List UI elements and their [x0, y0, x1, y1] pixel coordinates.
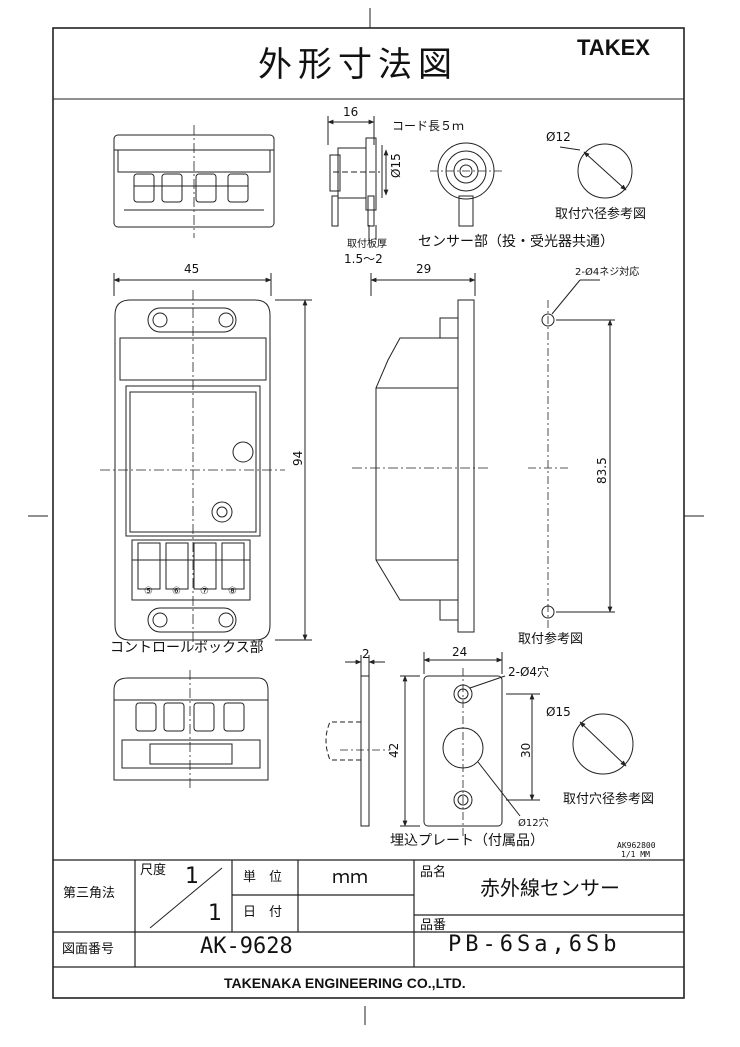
company-name: TAKENAKA ENGINEERING CO.,LTD. [224, 975, 466, 991]
scale-denominator: 1 [208, 901, 222, 926]
brand-logo: TAKEX [577, 35, 650, 60]
scale-numerator: 1 [185, 864, 199, 889]
mounting-reference [528, 279, 615, 630]
product-value: 赤外線センサー [480, 876, 620, 900]
sensor-diameter-dim: Ø15 [389, 153, 403, 178]
plate-side-view [325, 655, 390, 827]
plate-thickness-value: 1.5～2 [344, 252, 383, 266]
mount-caption: 取付参考図 [518, 632, 584, 647]
drawing-number-value: AK-9628 [200, 934, 293, 959]
control-box-side-view [352, 273, 490, 633]
product-label: 品名 [420, 865, 447, 880]
model-label: 品番 [420, 918, 447, 933]
model-value: PB-6Sa,6Sb [448, 932, 621, 957]
plate-width-dim: 24 [452, 645, 468, 659]
plate-caption: 埋込プレート（付属品） [390, 833, 544, 849]
box-depth-dim: 29 [416, 262, 432, 276]
title-block [53, 859, 684, 968]
sensor-hole-dim: Ø12 [546, 130, 571, 144]
cord-length-label: コード長５ｍ [392, 119, 465, 133]
sensor-width-dim: 16 [343, 105, 359, 119]
box-width-dim: 45 [184, 262, 200, 276]
sensor-front-view [430, 142, 502, 227]
unit-value: ｍｍ [332, 867, 368, 888]
control-box-caption: コントロールボックス部 [110, 640, 264, 656]
terminal-label-6: ⑥ [172, 586, 181, 597]
sensor-block-top-view [113, 125, 275, 238]
drawing-code-line1: AK962800 [617, 841, 656, 850]
sensor-hole-caption: 取付穴径参考図 [555, 207, 647, 222]
projection-label: 第三角法 [63, 886, 116, 901]
control-box-front-view [100, 273, 312, 650]
terminal-label-7: ⑦ [200, 586, 209, 597]
plate-hole-dim: Ø15 [546, 705, 571, 719]
sensor-caption: センサー部（投・受光器共通） [418, 234, 614, 250]
hole-reference-12 [559, 143, 633, 199]
sensor-side-view [327, 116, 389, 240]
terminal-label-8: ⑧ [228, 586, 237, 597]
box-height-dim: 94 [291, 450, 305, 466]
plate-height-dim: 42 [387, 742, 401, 758]
control-box-bottom-view [113, 670, 269, 790]
plate-holes-label: 2-Ø4穴 [508, 665, 550, 679]
unit-label: 単 位 [243, 870, 283, 885]
drawing-number-label: 図面番号 [62, 942, 115, 957]
plate-center-hole-label: Ø12穴 [518, 818, 549, 829]
date-label: 日 付 [243, 905, 283, 920]
plate-thickness-label: 取付板厚 [347, 239, 387, 250]
plate-front-view [400, 652, 540, 836]
terminal-label-5: ⑤ [144, 586, 153, 597]
drawing-frame [52, 27, 685, 999]
plate-pitch-dim: 30 [519, 742, 533, 758]
mount-holes-label: 2-Ø4ネジ対応 [575, 267, 640, 278]
mount-pitch-dim: 83.5 [595, 457, 609, 484]
scale-label: 尺度 [140, 863, 167, 878]
drawing-code-line2: 1/1 MM [621, 850, 650, 859]
plate-thick-dim: 2 [362, 647, 370, 661]
hole-reference-15 [572, 713, 634, 775]
plate-hole-caption: 取付穴径参考図 [563, 792, 655, 807]
page-title: 外形寸法図 [258, 45, 458, 85]
